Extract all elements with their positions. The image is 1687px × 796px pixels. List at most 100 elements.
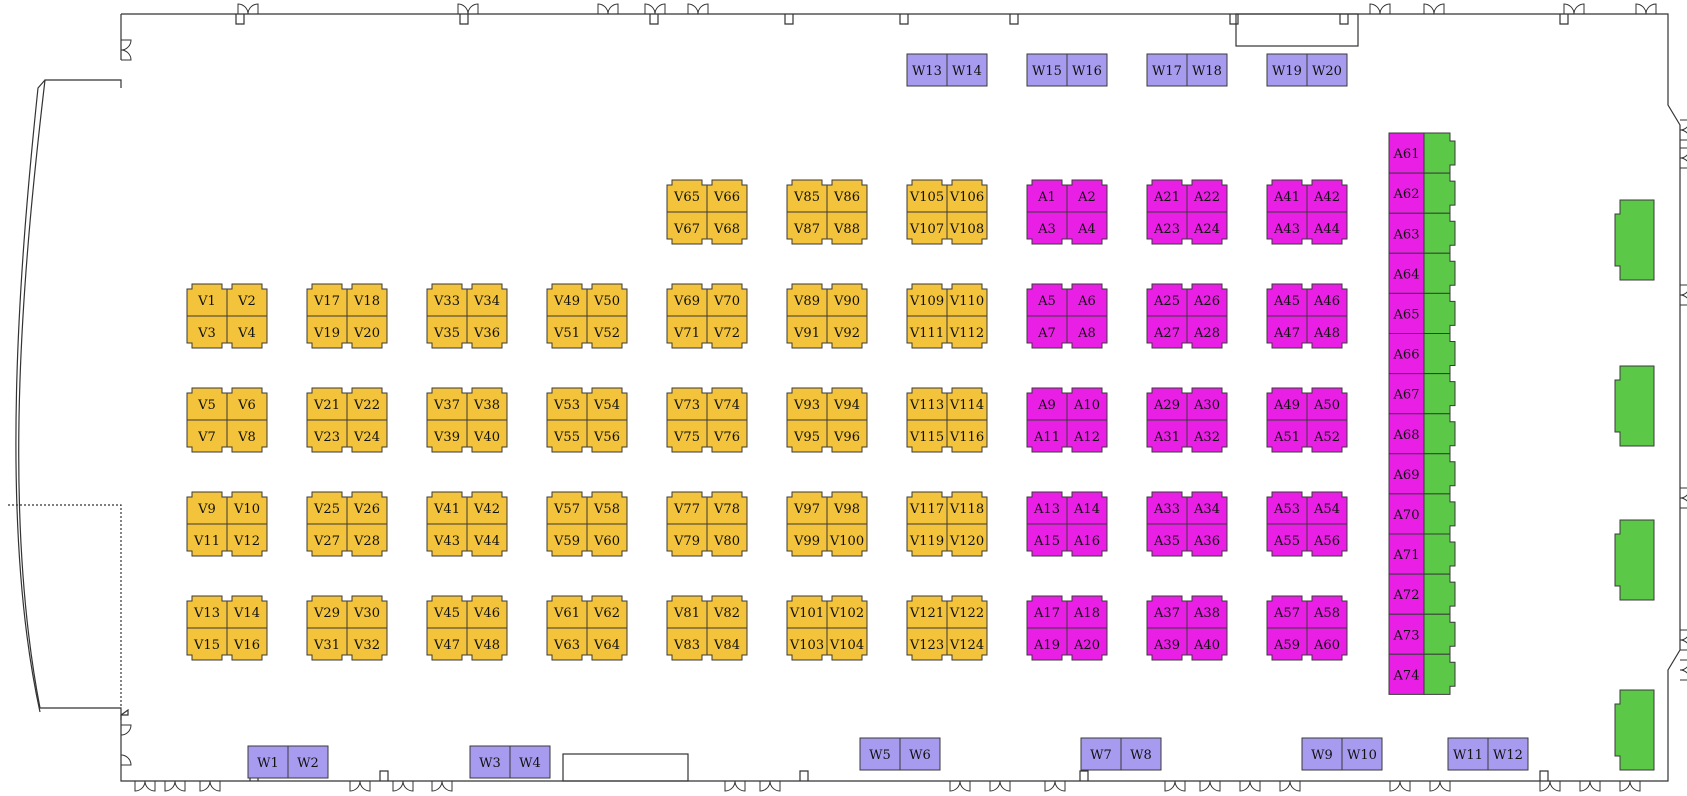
booth-a54[interactable]: A54 <box>1306 491 1348 525</box>
booth-v113[interactable]: V113 <box>906 387 948 421</box>
booth-w16[interactable]: W16 <box>1066 53 1108 87</box>
booth-v120[interactable]: V120 <box>946 523 988 557</box>
booth-a66[interactable]: A66 <box>1388 333 1425 375</box>
booth-v63[interactable]: V63 <box>546 627 588 661</box>
booth-v117[interactable]: V117 <box>906 491 948 525</box>
booth-shape[interactable] <box>706 211 748 245</box>
booth-a59[interactable]: A59 <box>1266 627 1308 661</box>
booth-a19[interactable]: A19 <box>1026 627 1068 661</box>
booth-shape[interactable] <box>1306 419 1348 453</box>
booth-shape[interactable] <box>1186 419 1228 453</box>
booth-shape[interactable] <box>226 523 268 557</box>
booth-v80[interactable]: V80 <box>706 523 748 557</box>
booth-a51[interactable]: A51 <box>1266 419 1308 453</box>
booth-a40[interactable]: A40 <box>1186 627 1228 661</box>
booth-v57[interactable]: V57 <box>546 491 588 525</box>
booth-a25[interactable]: A25 <box>1146 283 1188 317</box>
booth-a68[interactable]: A68 <box>1388 413 1425 455</box>
booth-a33[interactable]: A33 <box>1146 491 1188 525</box>
booth-a37[interactable]: A37 <box>1146 595 1188 629</box>
booth-w20[interactable]: W20 <box>1306 53 1348 87</box>
booth-v112[interactable]: V112 <box>946 315 988 349</box>
booth-a14[interactable]: A14 <box>1066 491 1108 525</box>
booth-shape[interactable] <box>1066 523 1108 557</box>
booth-v95[interactable]: V95 <box>786 419 828 453</box>
booth-w6[interactable]: W6 <box>899 737 941 771</box>
booth-shape[interactable] <box>1066 315 1108 349</box>
booth-v17[interactable]: V17 <box>306 283 348 317</box>
booth-a31[interactable]: A31 <box>1146 419 1188 453</box>
booth-w14[interactable]: W14 <box>946 53 988 87</box>
booth-v118[interactable]: V118 <box>946 491 988 525</box>
booth-w7[interactable]: W7 <box>1080 737 1122 771</box>
booth-v40[interactable]: V40 <box>466 419 508 453</box>
booth-v105[interactable]: V105 <box>906 179 948 213</box>
booth-shape[interactable] <box>1120 737 1162 771</box>
booth-v69[interactable]: V69 <box>666 283 708 317</box>
booth-a11[interactable]: A11 <box>1026 419 1068 453</box>
booth-v103[interactable]: V103 <box>786 627 828 661</box>
booth-v27[interactable]: V27 <box>306 523 348 557</box>
booth-shape[interactable] <box>1306 211 1348 245</box>
booth-v2[interactable]: V2 <box>226 283 268 317</box>
booth-v84[interactable]: V84 <box>706 627 748 661</box>
booth-a15[interactable]: A15 <box>1026 523 1068 557</box>
booth-shape[interactable] <box>826 627 868 661</box>
booth-v87[interactable]: V87 <box>786 211 828 245</box>
booth-a46[interactable]: A46 <box>1306 283 1348 317</box>
booth-a4[interactable]: A4 <box>1066 211 1108 245</box>
booth-a5[interactable]: A5 <box>1026 283 1068 317</box>
booth-v32[interactable]: V32 <box>346 627 388 661</box>
booth-v6[interactable]: V6 <box>226 387 268 421</box>
booth-shape[interactable] <box>1186 523 1228 557</box>
booth-shape[interactable] <box>1306 627 1348 661</box>
booth-v42[interactable]: V42 <box>466 491 508 525</box>
booth-shape[interactable] <box>466 627 508 661</box>
booth-v88[interactable]: V88 <box>826 211 868 245</box>
booth-v85[interactable]: V85 <box>786 179 828 213</box>
booth-shape[interactable] <box>1306 53 1348 87</box>
booth-a16[interactable]: A16 <box>1066 523 1108 557</box>
booth-a30[interactable]: A30 <box>1186 387 1228 421</box>
booth-a43[interactable]: A43 <box>1266 211 1308 245</box>
booth-v37[interactable]: V37 <box>426 387 468 421</box>
booth-v83[interactable]: V83 <box>666 627 708 661</box>
booth-shape[interactable] <box>466 523 508 557</box>
booth-shape[interactable] <box>946 53 988 87</box>
booth-v16[interactable]: V16 <box>226 627 268 661</box>
booth-v78[interactable]: V78 <box>706 491 748 525</box>
booth-v41[interactable]: V41 <box>426 491 468 525</box>
booth-shape[interactable] <box>226 419 268 453</box>
booth-v4[interactable]: V4 <box>226 315 268 349</box>
booth-a50[interactable]: A50 <box>1306 387 1348 421</box>
booth-v71[interactable]: V71 <box>666 315 708 349</box>
booth-a8[interactable]: A8 <box>1066 315 1108 349</box>
booth-v70[interactable]: V70 <box>706 283 748 317</box>
booth-v109[interactable]: V109 <box>906 283 948 317</box>
booth-v26[interactable]: V26 <box>346 491 388 525</box>
booth-a64[interactable]: A64 <box>1388 252 1425 294</box>
booth-a7[interactable]: A7 <box>1026 315 1068 349</box>
booth-a26[interactable]: A26 <box>1186 283 1228 317</box>
booth-v45[interactable]: V45 <box>426 595 468 629</box>
booth-shape[interactable] <box>899 737 941 771</box>
booth-a44[interactable]: A44 <box>1306 211 1348 245</box>
booth-a74[interactable]: A74 <box>1388 653 1425 695</box>
booth-a1[interactable]: A1 <box>1026 179 1068 213</box>
booth-a17[interactable]: A17 <box>1026 595 1068 629</box>
booth-v75[interactable]: V75 <box>666 419 708 453</box>
booth-a23[interactable]: A23 <box>1146 211 1188 245</box>
booth-w12[interactable]: W12 <box>1487 737 1529 771</box>
booth-a47[interactable]: A47 <box>1266 315 1308 349</box>
booth-v100[interactable]: V100 <box>826 523 868 557</box>
booth-v114[interactable]: V114 <box>946 387 988 421</box>
booth-shape[interactable] <box>586 419 628 453</box>
booth-a32[interactable]: A32 <box>1186 419 1228 453</box>
booth-v22[interactable]: V22 <box>346 387 388 421</box>
booth-shape[interactable] <box>346 523 388 557</box>
booth-v64[interactable]: V64 <box>586 627 628 661</box>
booth-v10[interactable]: V10 <box>226 491 268 525</box>
booth-v97[interactable]: V97 <box>786 491 828 525</box>
booth-a41[interactable]: A41 <box>1266 179 1308 213</box>
booth-a70[interactable]: A70 <box>1388 493 1425 535</box>
